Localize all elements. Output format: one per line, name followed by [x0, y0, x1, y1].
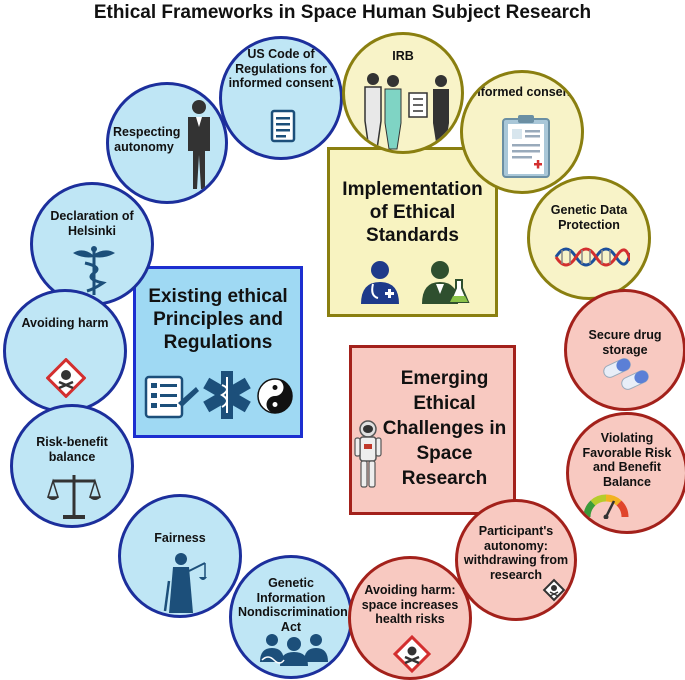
- declaration-helsinki-label: Declaration of Helsinki: [50, 209, 134, 238]
- declaration-helsinki-circle: Declaration of Helsinki: [30, 182, 154, 306]
- diagram-title: Ethical Frameworks in Space Human Subjec…: [93, 2, 592, 23]
- hazard-small-icon: [542, 578, 566, 602]
- informed-consent-circle: Informed consent: [460, 70, 584, 194]
- violating-balance-circle: Violating Favorable Risk and Benefit Bal…: [566, 412, 685, 534]
- genetic-data-protection-label: Genetic Data Protection: [550, 203, 628, 232]
- respecting-autonomy-circle: Respecting autonomy: [106, 82, 228, 204]
- astronaut-icon: [354, 420, 382, 488]
- participant-autonomy-label: Participant's autonomy: withdrawing from…: [463, 524, 569, 582]
- avoiding-harm-space-label: Avoiding harm: space increases health ri…: [361, 583, 459, 626]
- implementation-label: Implementation of Ethical Standards: [342, 179, 483, 246]
- informed-consent-label: Informed consent: [469, 85, 575, 99]
- violating-balance-label: Violating Favorable Risk and Benefit Bal…: [582, 431, 672, 489]
- avoiding-harm-space-circle: Avoiding harm: space increases health ri…: [348, 556, 472, 680]
- clipboard-icon: [502, 115, 550, 178]
- respecting-autonomy-label: Respecting autonomy: [113, 125, 181, 154]
- gina-circle: Genetic Information Nondiscrimination Ac…: [229, 555, 353, 679]
- caduceus-icon: [73, 246, 115, 295]
- irb-circle: IRB: [342, 32, 464, 154]
- gina-label: Genetic Information Nondiscrimination Ac…: [238, 576, 348, 634]
- doctor-icon: [361, 261, 399, 304]
- dna-icon: [554, 247, 630, 267]
- irb-label: IRB: [392, 49, 414, 63]
- existing-principles-label: Existing ethical Principles and Regulati…: [148, 286, 288, 353]
- yin-yang-icon: [257, 378, 293, 414]
- secure-drug-storage-circle: Secure drug storage: [564, 289, 685, 411]
- existing-principles-box: Existing ethical Principles and Regulati…: [133, 266, 303, 438]
- fairness-circle: Fairness: [118, 494, 242, 618]
- avoiding-harm-circle: Avoiding harm: [3, 289, 127, 413]
- checklist-icon: [144, 375, 199, 419]
- emerging-challenges-box: Emerging Ethical Challenges in Space Res…: [349, 345, 516, 515]
- avoiding-harm-label: Avoiding harm: [21, 316, 109, 330]
- pills-icon: [603, 358, 649, 390]
- lady-justice-icon: [163, 553, 207, 613]
- us-code-label: US Code of Regulations for informed cons…: [228, 47, 334, 90]
- participant-autonomy-circle: Participant's autonomy: withdrawing from…: [455, 499, 577, 621]
- hazard-space-icon: [393, 635, 431, 673]
- secure-drug-storage-label: Secure drug storage: [588, 328, 662, 357]
- risk-benefit-label: Risk-benefit balance: [36, 435, 108, 464]
- people-dna-icon: [260, 634, 328, 666]
- businesswoman-icon: [188, 100, 210, 189]
- committee-icon: [364, 73, 449, 150]
- risk-gauge-icon: [583, 494, 629, 519]
- document-icon: [270, 109, 296, 143]
- medical-star-icon: [203, 371, 251, 419]
- us-code-circle: US Code of Regulations for informed cons…: [219, 36, 343, 160]
- hazard-icon: [46, 358, 86, 398]
- scales-icon: [47, 475, 101, 519]
- risk-benefit-circle: Risk-benefit balance: [10, 404, 134, 528]
- implementation-box: Implementation of Ethical Standards: [327, 147, 498, 317]
- emerging-challenges-label: Emerging Ethical Challenges in Space Res…: [382, 368, 507, 489]
- fairness-label: Fairness: [154, 531, 206, 545]
- scientist-icon: [422, 261, 470, 304]
- genetic-data-protection-circle: Genetic Data Protection: [527, 176, 651, 300]
